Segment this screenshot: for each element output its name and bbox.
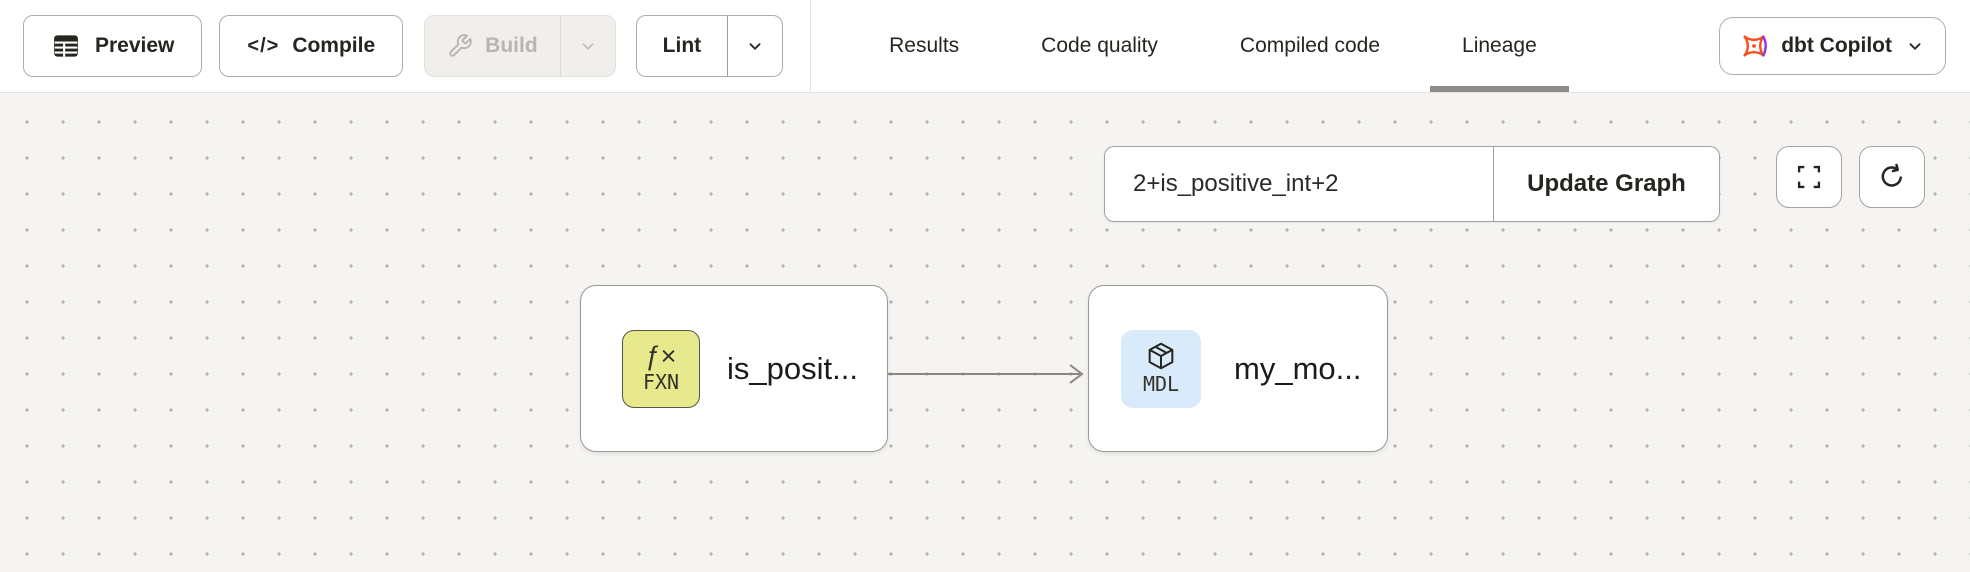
dbt-copilot-button[interactable]: dbt Copilot	[1719, 17, 1946, 75]
model-badge: MDL	[1121, 329, 1201, 408]
compile-button-label: Compile	[292, 34, 376, 57]
fullscreen-button[interactable]	[1776, 146, 1842, 208]
lint-button[interactable]: Lint	[637, 16, 727, 76]
lineage-node-model[interactable]: MDL my_mo...	[1088, 285, 1388, 452]
refresh-graph-button[interactable]	[1859, 146, 1925, 208]
function-badge: ƒ× FXN	[622, 329, 700, 408]
lineage-selector-input[interactable]	[1105, 147, 1493, 221]
chevron-down-icon	[1909, 43, 1921, 50]
dbt-logo-icon	[1739, 31, 1769, 61]
compile-button[interactable]: </> Compile	[219, 15, 404, 77]
lint-split-button: Lint	[635, 15, 784, 77]
chevron-down-icon	[582, 43, 594, 50]
preview-button[interactable]: Preview	[23, 15, 203, 77]
build-dropdown-button[interactable]	[559, 16, 615, 76]
preview-button-label: Preview	[95, 34, 175, 57]
tab-compiled-code[interactable]: Compiled code	[1239, 34, 1381, 57]
node-title: is_posit...	[727, 350, 858, 386]
wrench-icon	[447, 33, 473, 59]
build-button[interactable]: Build	[425, 16, 560, 76]
build-split-button: Build	[424, 15, 616, 77]
lineage-filter-bar: Update Graph	[1104, 146, 1720, 222]
build-button-label: Build	[485, 34, 538, 57]
tab-results[interactable]: Results	[889, 34, 960, 57]
lint-button-label: Lint	[662, 34, 702, 57]
function-icon: ƒ×	[645, 340, 677, 371]
node-title: my_mo...	[1234, 350, 1362, 386]
function-badge-label: FXN	[642, 369, 680, 394]
active-tab-underline	[1430, 86, 1569, 92]
result-tabs: Results Code quality Compiled code Linea…	[857, 0, 1569, 92]
tab-lineage[interactable]: Lineage	[1430, 0, 1569, 92]
table-icon	[51, 31, 81, 61]
toolbar: Preview </> Compile Build	[0, 0, 1970, 93]
model-badge-label: MDL	[1142, 372, 1180, 396]
lint-dropdown-button[interactable]	[727, 16, 782, 76]
fullscreen-icon	[1797, 165, 1821, 189]
lineage-edge	[888, 364, 1084, 384]
update-graph-button[interactable]: Update Graph	[1493, 147, 1719, 221]
tab-code-quality[interactable]: Code quality	[1041, 34, 1158, 57]
toolbar-divider	[810, 0, 812, 93]
lineage-node-function[interactable]: ƒ× FXN is_posit...	[580, 285, 888, 452]
chevron-down-icon	[749, 43, 761, 50]
cube-icon	[1144, 340, 1178, 372]
code-slash-icon: </>	[247, 34, 280, 57]
lineage-canvas[interactable]: Update Graph ƒ× FXN	[0, 93, 1970, 572]
copilot-button-label: dbt Copilot	[1781, 34, 1892, 57]
refresh-icon	[1881, 163, 1902, 187]
